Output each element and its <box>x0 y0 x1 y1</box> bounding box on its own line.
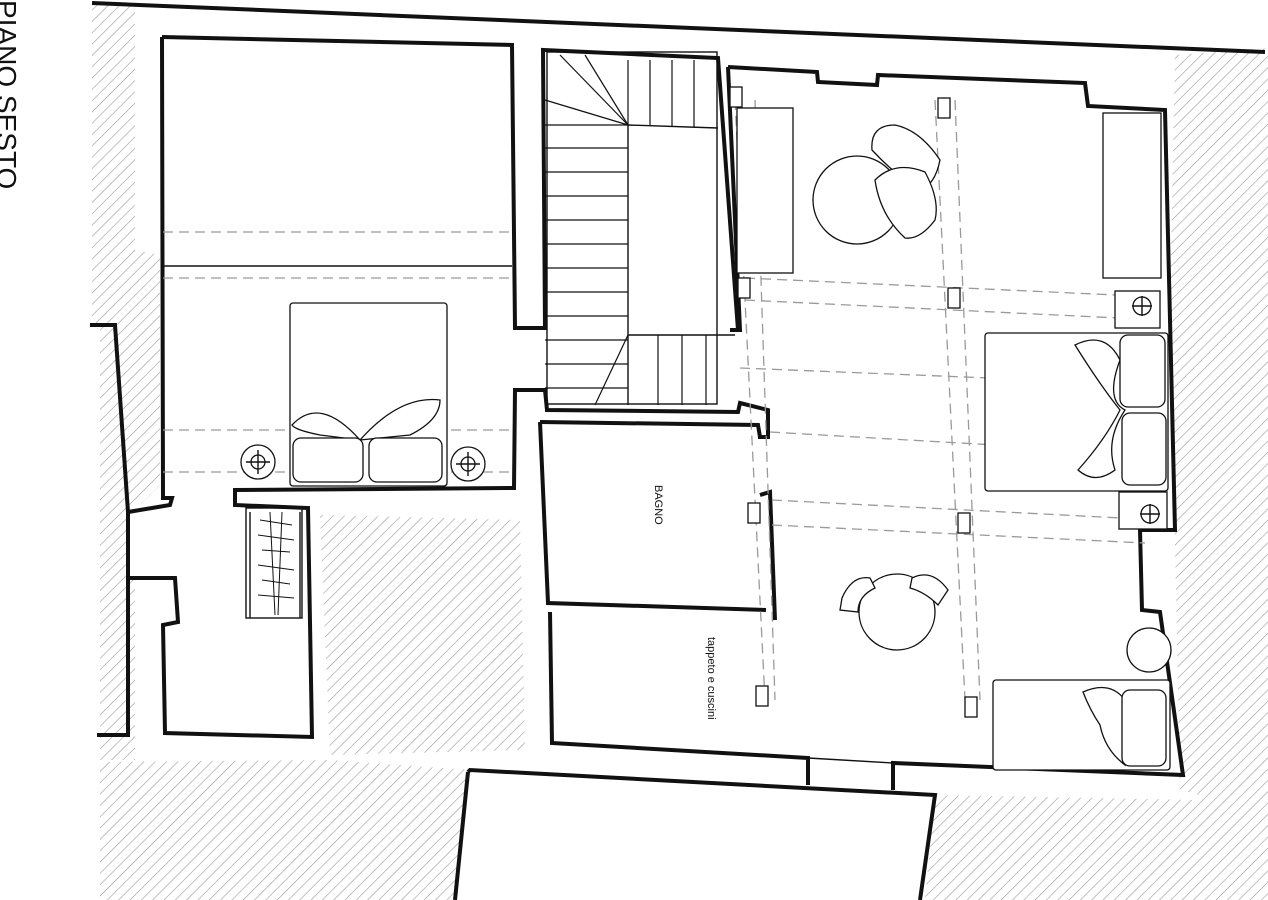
dining-table <box>839 573 949 651</box>
ceiling-lamp-icon <box>1140 504 1160 524</box>
living-area <box>736 107 1162 279</box>
rug-area: tappeto e cuscini <box>705 637 717 720</box>
wardrobe-rail <box>245 507 303 619</box>
walls <box>90 1 1266 900</box>
bathroom: BAGNO <box>652 485 664 525</box>
ceiling-lamp-icon <box>240 444 276 480</box>
columns <box>729 86 978 718</box>
single-bed <box>992 627 1172 771</box>
ceiling-lamp-icon <box>450 446 486 482</box>
hatched-exterior <box>92 5 1268 900</box>
left-bedroom <box>163 265 512 487</box>
staircase <box>544 51 735 406</box>
ceiling-lamp-icon <box>1132 296 1152 316</box>
bathroom-label: BAGNO <box>652 485 664 525</box>
right-bedroom <box>984 290 1169 530</box>
rug-note: tappeto e cuscini <box>705 637 717 720</box>
